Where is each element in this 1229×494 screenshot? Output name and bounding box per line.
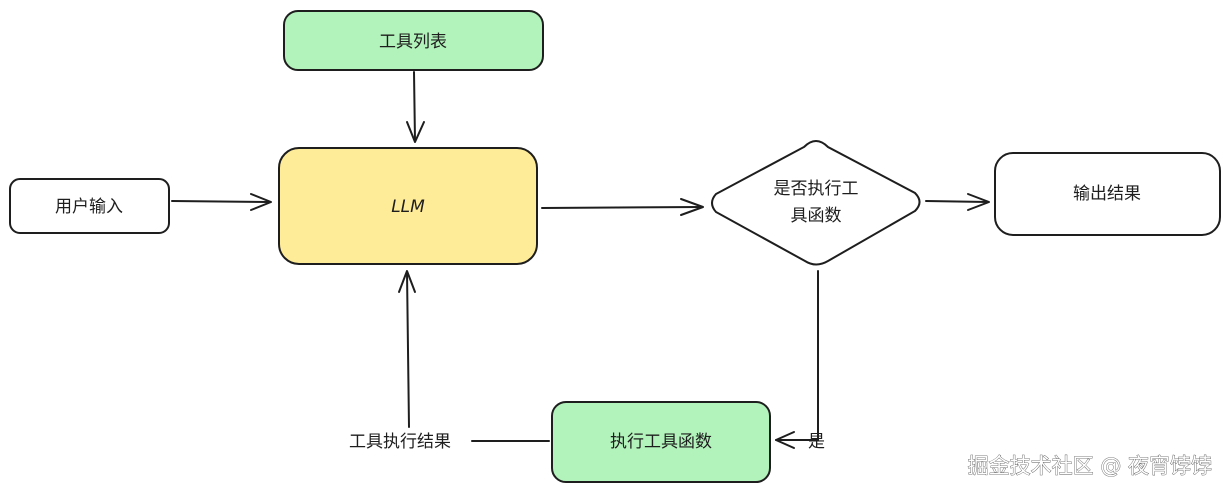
user-input-label: 用户输入 — [55, 197, 123, 217]
llm-box — [278, 147, 538, 265]
decision-diamond — [711, 139, 921, 266]
user-input-box — [9, 178, 170, 234]
edge-line — [541, 206, 703, 209]
edge-decision-to-output — [925, 193, 990, 211]
edge-decision-to-execute: 是 — [775, 270, 825, 452]
watermark-text: 掘金技术社区 @ 夜宵饽饽 — [968, 454, 1212, 478]
execute-label: 执行工具函数 — [610, 432, 712, 452]
arrowhead-icon — [250, 193, 272, 211]
node-decision: 是否执行工 具函数 — [711, 139, 921, 266]
edge-line — [413, 71, 416, 142]
yes-label: 是 — [808, 432, 825, 452]
node-user-input: 用户输入 — [9, 178, 170, 234]
edge-userinput-to-llm — [171, 193, 272, 211]
decision-label-line1: 是否执行工 — [774, 179, 859, 199]
tool-list-box — [283, 10, 544, 71]
node-tool-list: 工具列表 — [283, 10, 544, 71]
arrowhead-icon — [398, 270, 416, 293]
node-execute: 执行工具函数 — [551, 401, 771, 483]
llm-label: LLM — [391, 197, 425, 217]
edge-toollist-to-llm — [406, 71, 425, 143]
node-llm: LLM — [278, 147, 538, 265]
output-label: 输出结果 — [1073, 184, 1141, 204]
output-box — [994, 152, 1221, 236]
tool-list-label: 工具列表 — [379, 32, 447, 52]
arrowhead-icon — [680, 198, 704, 216]
edge-line — [171, 200, 271, 203]
node-output: 输出结果 — [994, 152, 1221, 236]
execute-box — [551, 401, 771, 483]
decision-label-line2: 具函数 — [791, 206, 842, 226]
arrowhead-icon — [406, 121, 425, 143]
edge-line — [925, 200, 989, 203]
arrowhead-icon — [967, 193, 990, 211]
edge-execute-to-llm: 工具执行结果 — [349, 270, 550, 452]
result-label: 工具执行结果 — [349, 432, 451, 452]
edge-line-vertical — [406, 271, 410, 428]
edge-line — [803, 270, 819, 441]
edge-llm-to-decision — [541, 198, 704, 216]
